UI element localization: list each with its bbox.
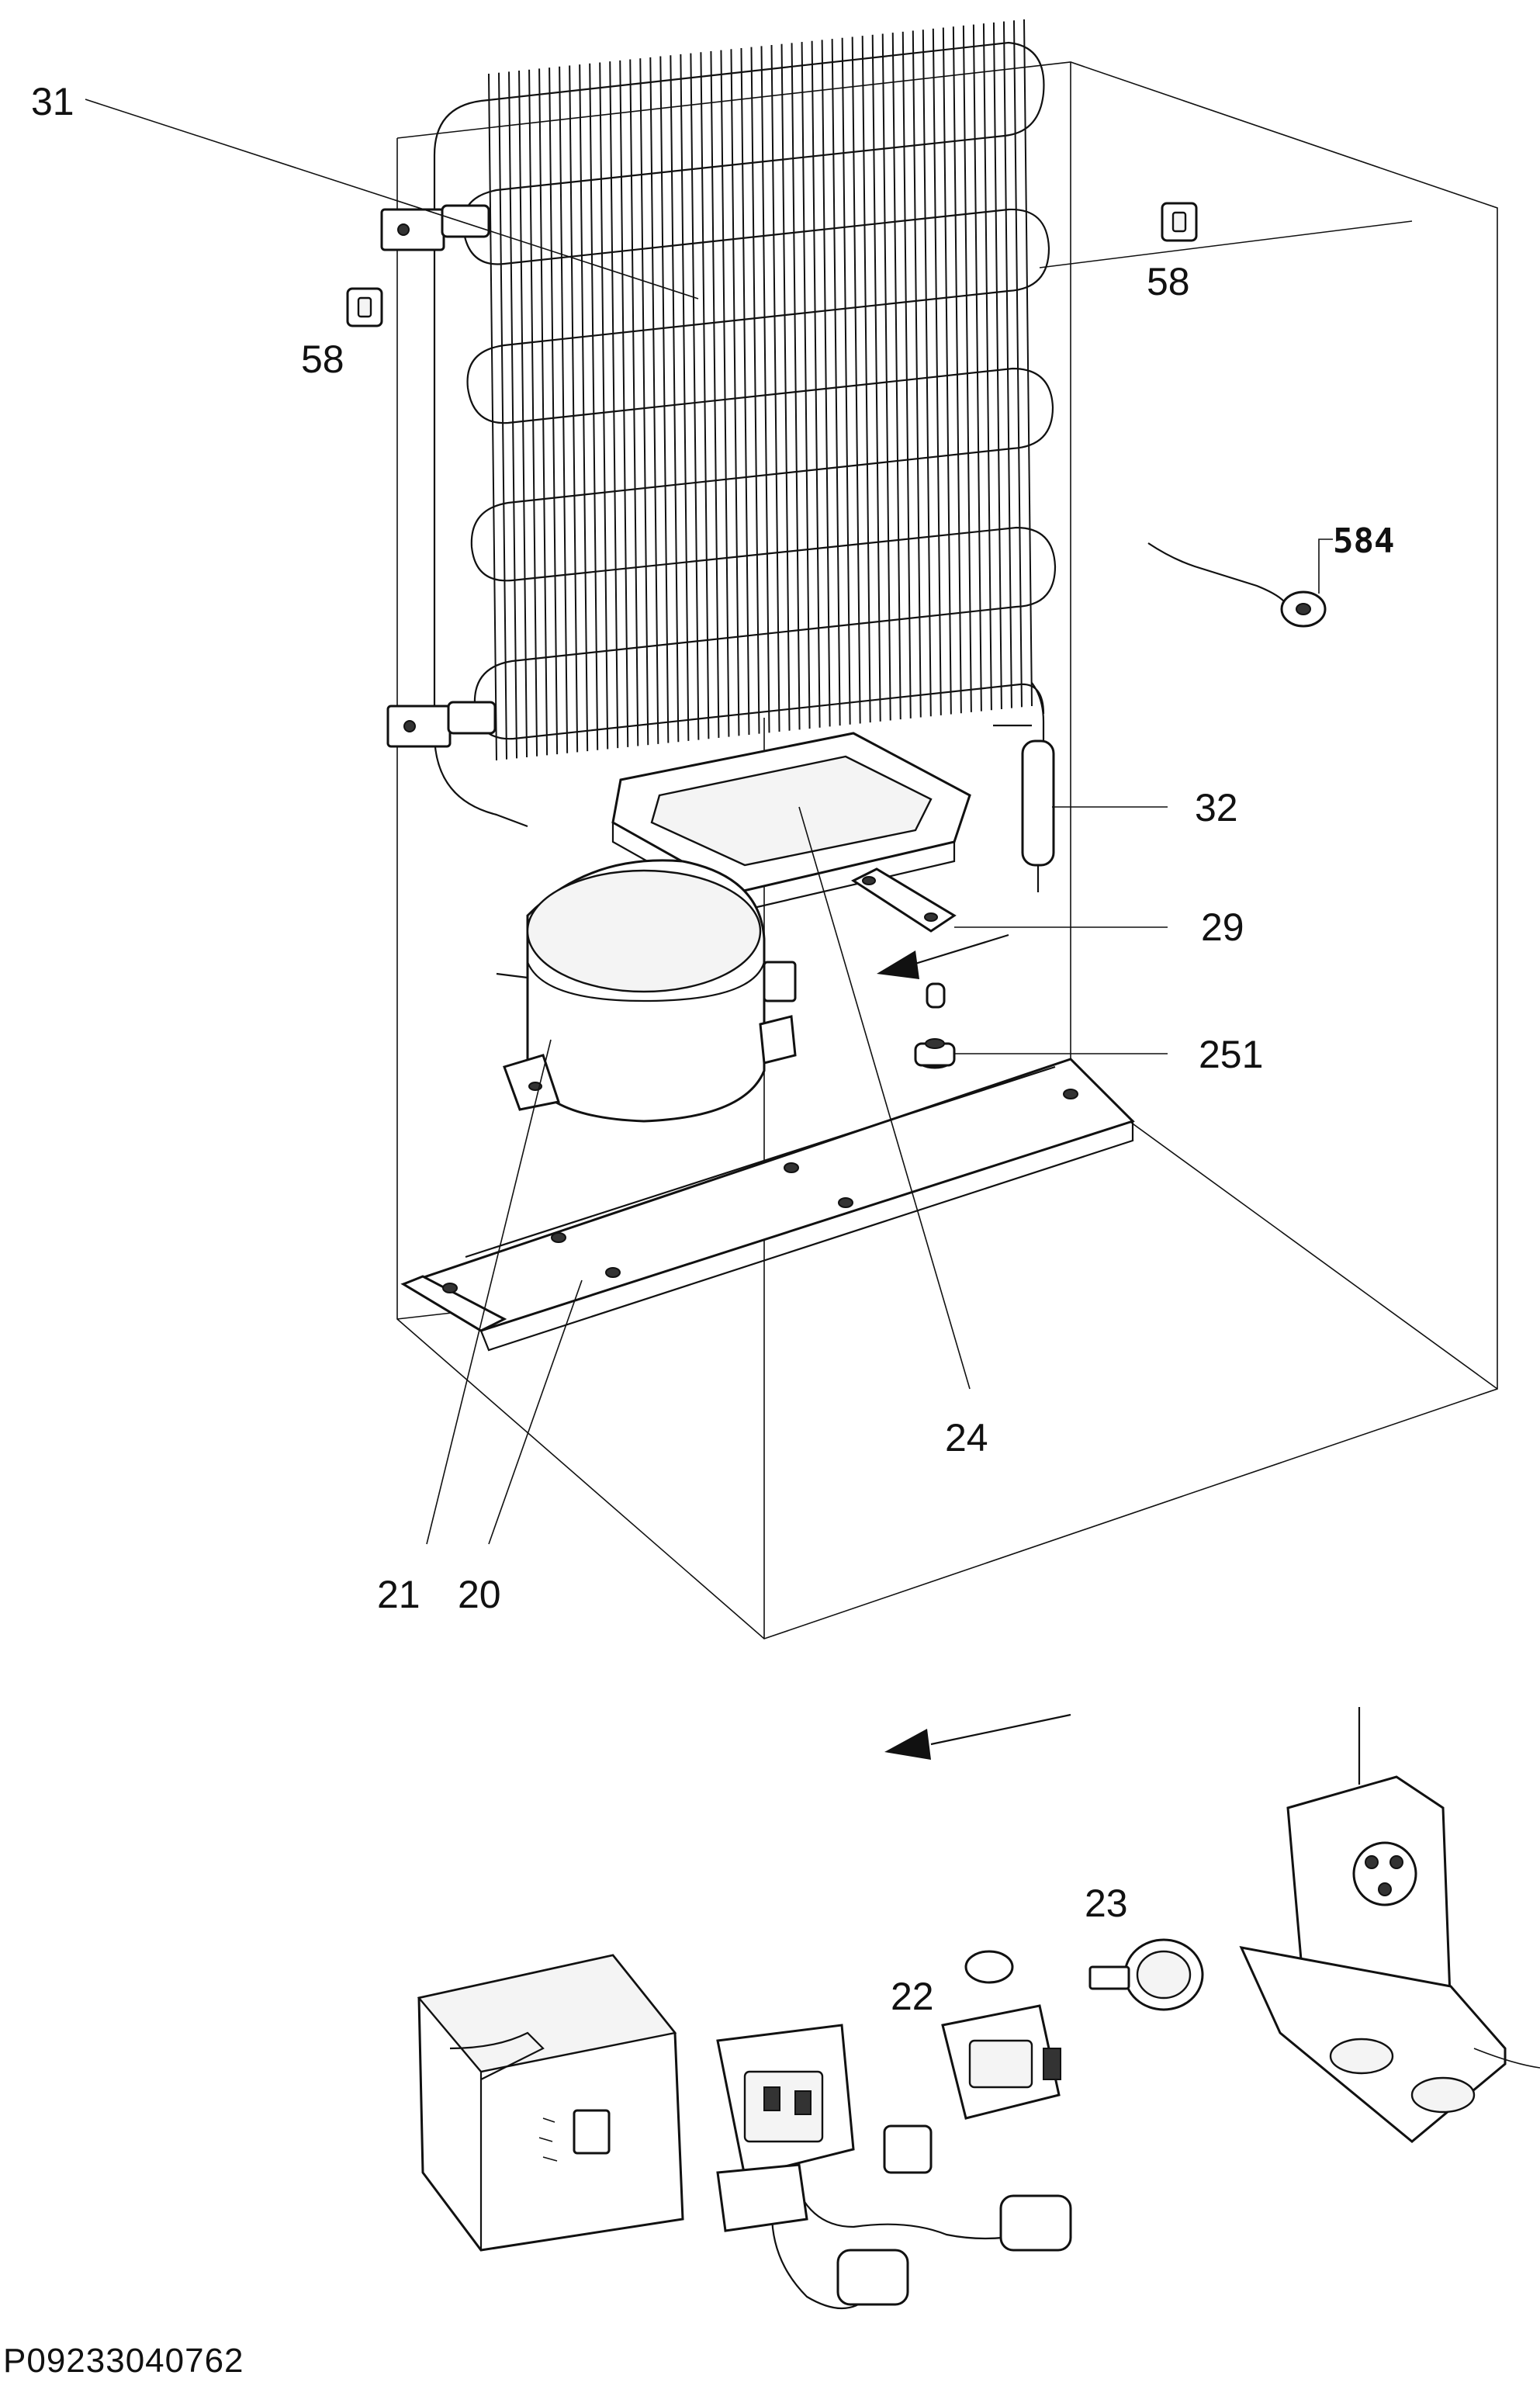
condenser-fin [619,60,629,747]
condenser-fin [912,30,922,718]
condenser-fin [498,72,508,760]
condenser-fin [649,57,659,744]
callout-23: 23 [1085,1882,1128,1925]
condenser-bracket-bottom [386,701,497,748]
condenser-fin [962,25,972,712]
condenser-fin [992,22,1002,709]
drip-tray-24 [611,732,971,913]
condenser-fin [720,50,730,737]
callout-21: 21 [377,1573,420,1616]
arrow-lower [884,1713,1071,1760]
drier-filter-32 [993,682,1055,892]
condenser-fin [871,34,881,722]
arrow-upper [877,933,1009,979]
condenser-fin [730,49,740,736]
condenser-fin [639,58,649,746]
condenser-fin [538,68,549,756]
condenser-fin [851,36,861,724]
callout-584: 584 [1333,521,1394,561]
callout-58-right: 58 [1147,260,1190,303]
base-plate-20 [400,1058,1135,1352]
condenser-fin [528,69,538,757]
condenser-wire-fins [488,19,1033,761]
condenser-fin [831,39,841,726]
condenser-fin [659,56,670,743]
clip-58-right [1161,202,1198,242]
bracket-29 [850,867,957,933]
condenser-fin [1023,19,1033,707]
compressor-terminal-bracket [1239,1707,1540,2143]
condenser-fin [740,47,750,735]
callout-58-left: 58 [301,338,344,381]
condenser-fin [821,40,831,727]
condenser-fin [629,59,639,746]
callout-20: 20 [458,1573,501,1616]
condenser-fin [690,53,700,740]
condenser-fin [902,31,912,718]
condenser-fin [710,50,720,738]
condenser-fin [861,36,871,723]
compressor-21 [496,859,797,1123]
condenser-fin [982,23,992,711]
condenser-fin [508,71,518,759]
document-id: P09233040762 [3,2342,244,2380]
condenser-fin [518,71,528,758]
condenser-fin [579,64,589,752]
relay-assembly [716,2024,1072,2310]
condenser-fin [589,63,599,750]
condenser-coil [380,19,1057,828]
condenser-fin [670,55,680,743]
condenser-fin [891,33,902,720]
condenser-fin [942,27,952,715]
callout-24: 24 [945,1416,988,1459]
callout-29: 29 [1201,905,1244,949]
callout-22: 22 [891,1975,934,2018]
sensor-584 [1147,538,1333,628]
grommet-251 [914,982,956,1069]
condenser-fin [488,73,497,761]
condenser-fin [760,46,770,733]
condenser-fin [569,65,579,753]
condenser-fin [952,26,962,714]
condenser-fin [881,33,891,721]
condenser-fin [609,61,619,749]
condenser-fin [750,47,760,734]
condenser-fin [680,54,690,741]
thermal-protector-23 [1088,1938,1204,2011]
condenser-fin [922,29,932,717]
condenser-fin [801,42,811,729]
callout-32: 32 [1195,786,1238,829]
condenser-bracket-top [380,204,490,251]
leader-lines [85,99,1413,1545]
electrical-cover-box [417,1954,684,2252]
condenser-fin [841,37,851,725]
condenser-fin [559,66,569,753]
condenser-fin [972,24,982,712]
starter-relay-22 [941,1950,1061,2120]
condenser-fin [811,40,821,728]
condenser-fin [1002,21,1012,708]
condenser-fin [770,45,780,732]
condenser-fin [700,52,710,739]
condenser-fin [780,43,791,731]
condenser-fin [549,68,559,755]
condenser-fin [1012,20,1023,708]
condenser-fin [932,28,942,715]
callout-251: 251 [1199,1033,1263,1076]
callout-31: 31 [31,80,74,123]
condenser-fin [599,62,609,750]
condenser-fin [791,43,801,730]
clip-58-left [346,287,383,327]
